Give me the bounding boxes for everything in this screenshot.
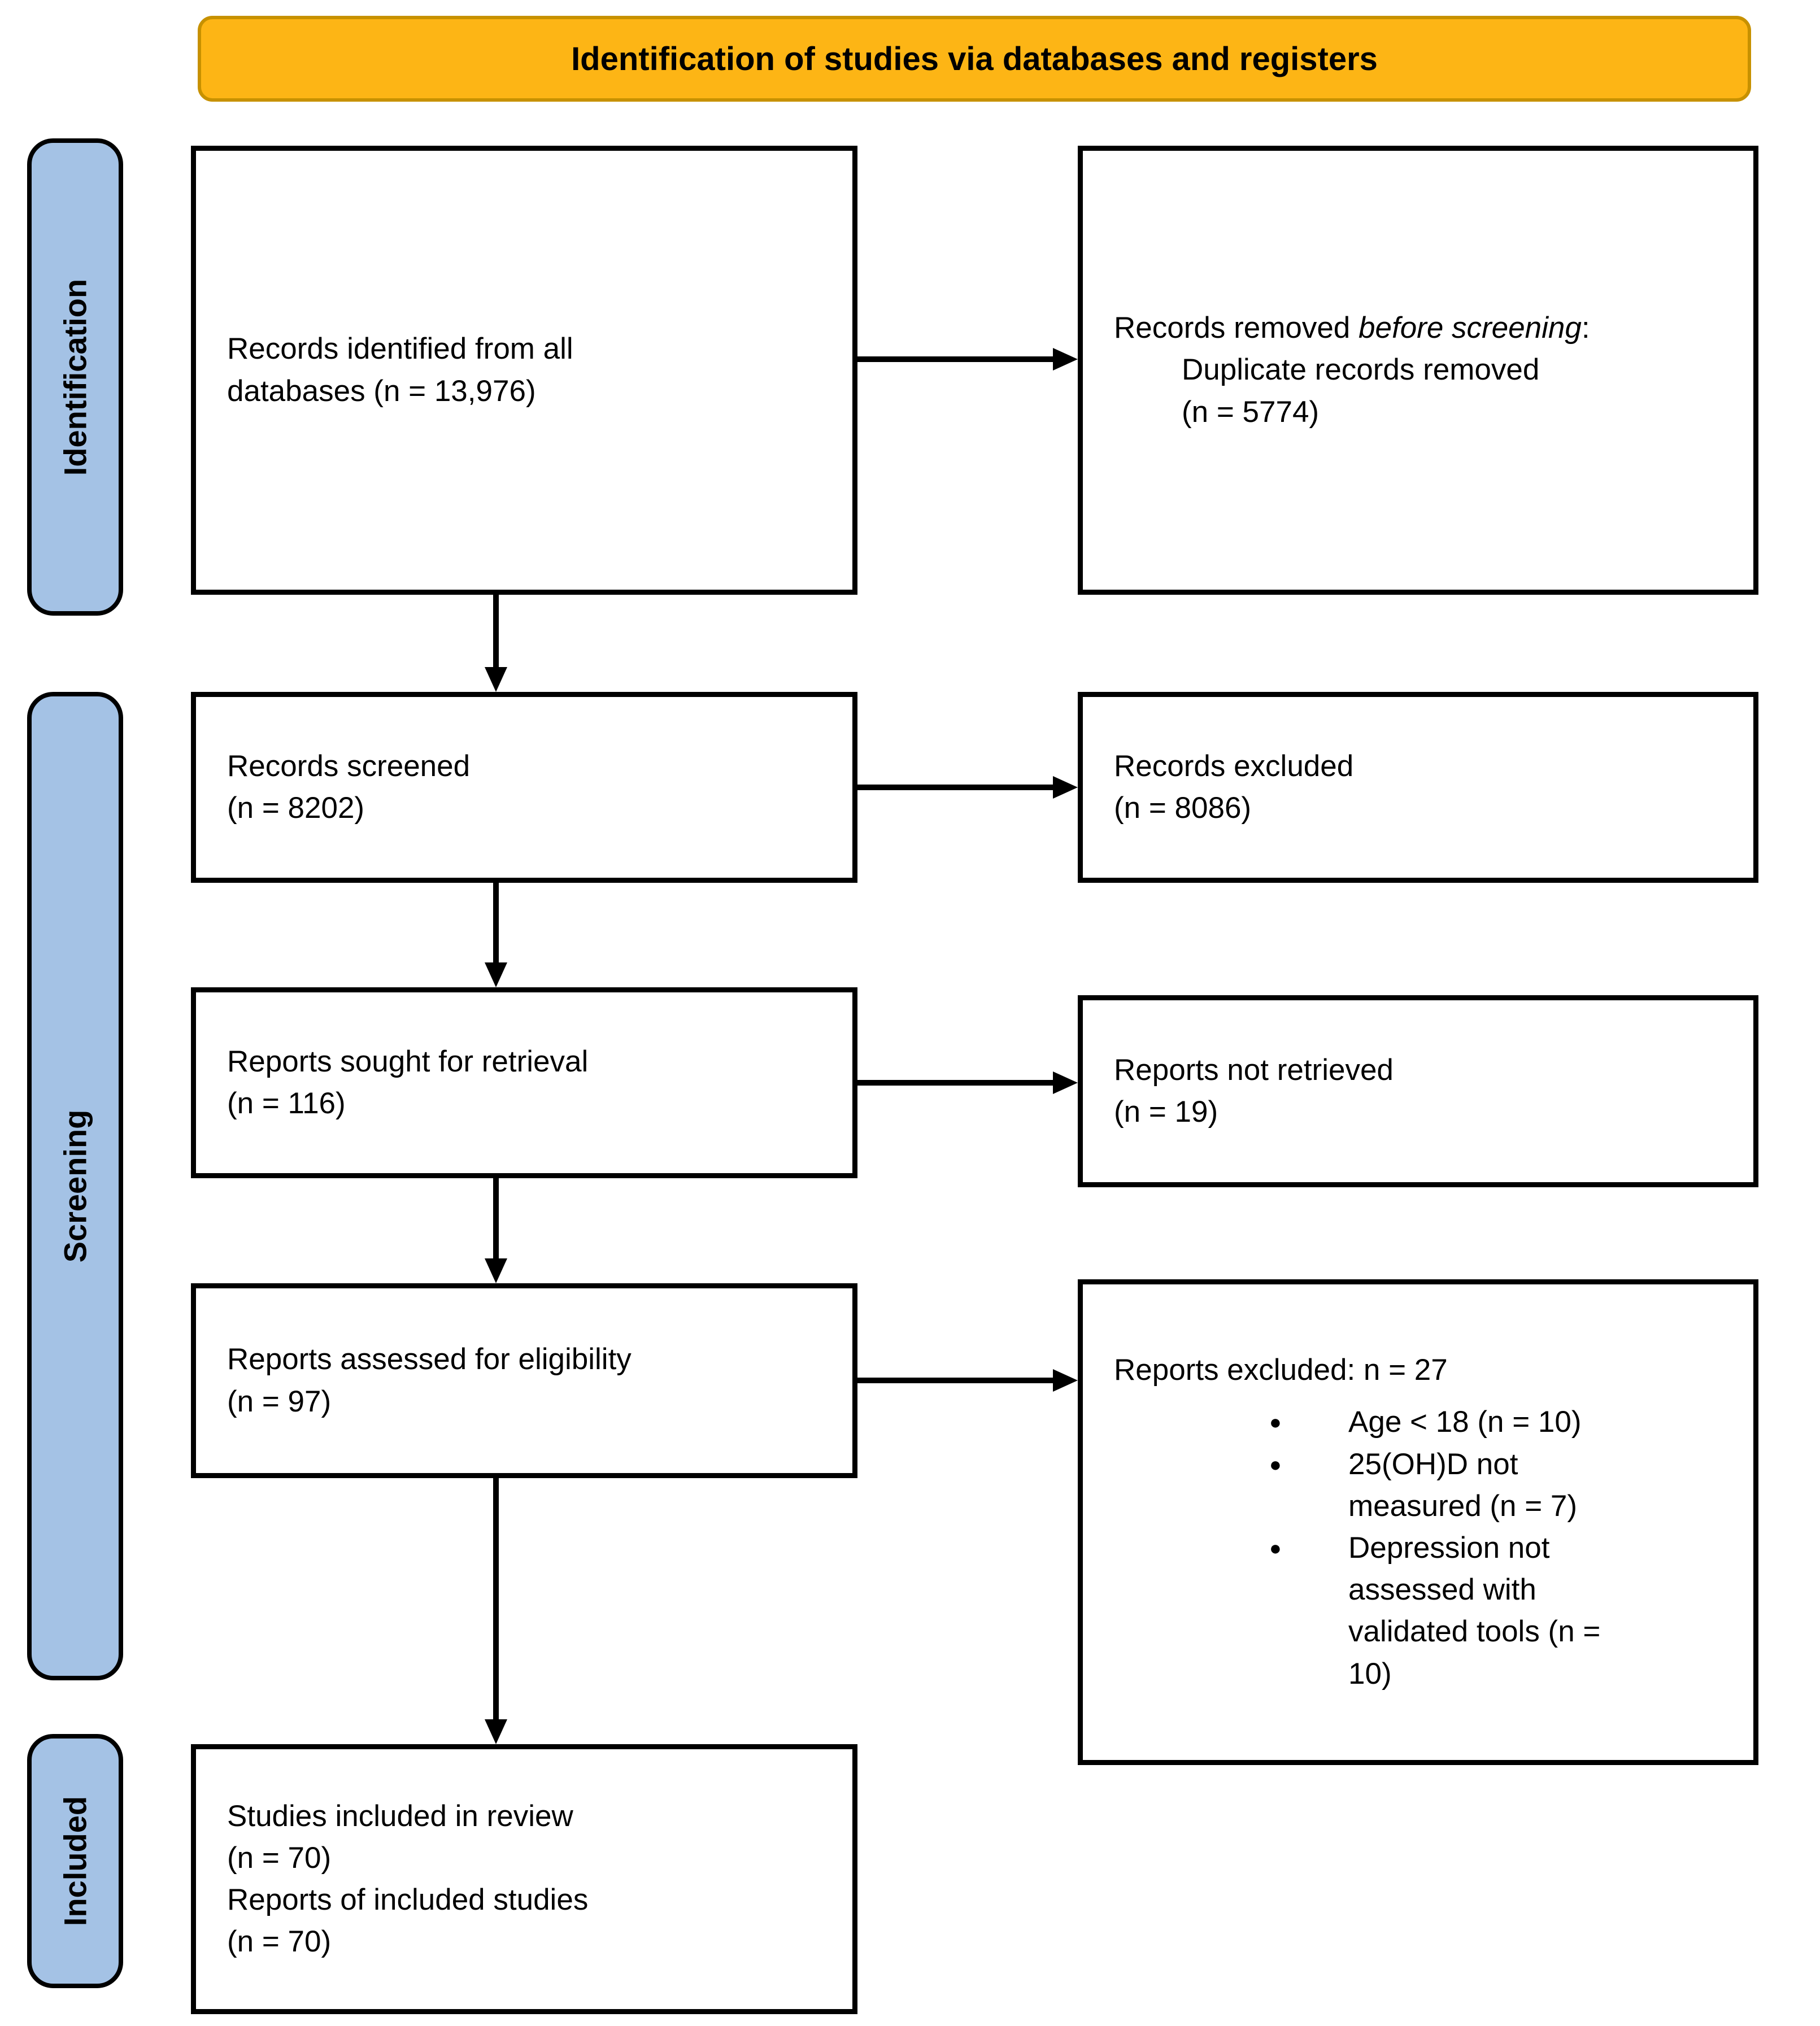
reports-excluded-bullet-list: ●Age < 18 (n = 10) ●25(OH)D not measured…	[1269, 1401, 1665, 1694]
box-records-identified-text: Records identified from all databases (n…	[227, 332, 573, 408]
box-records-screened-text: Records screened (n = 8202)	[227, 749, 471, 825]
bullet-icon: ●	[1269, 1536, 1282, 1559]
arrow-assessed-to-excluded-shaft	[857, 1378, 1055, 1383]
box-reports-not-retrieved: Reports not retrieved (n = 19)	[1078, 995, 1758, 1187]
stage-bar-identification: Identification	[27, 138, 123, 616]
list-item: ●25(OH)D not measured (n = 7)	[1269, 1444, 1665, 1527]
arrow-screened-to-sought-head	[485, 962, 507, 987]
arrow-identified-to-removed-shaft	[857, 356, 1055, 362]
list-item: ●Depression not assessed with validated …	[1269, 1527, 1665, 1695]
stage-label-screening: Screening	[57, 1109, 93, 1263]
arrow-sought-to-assessed-head	[485, 1258, 507, 1283]
bullet-icon: ●	[1269, 1452, 1282, 1476]
arrow-assessed-to-included-head	[485, 1719, 507, 1744]
stage-bar-screening: Screening	[27, 692, 123, 1680]
diagram-title-banner: Identification of studies via databases …	[198, 16, 1751, 102]
box-reports-excluded-title: Reports excluded: n = 27	[1114, 1353, 1448, 1387]
arrow-assessed-to-included-shaft	[493, 1478, 499, 1722]
records-removed-italic: before screening	[1359, 311, 1582, 345]
arrow-identified-to-screened-head	[485, 667, 507, 692]
box-reports-assessed-text: Reports assessed for eligibility (n = 97…	[227, 1343, 632, 1418]
box-reports-excluded: Reports excluded: n = 27 ●Age < 18 (n = …	[1078, 1279, 1758, 1765]
box-reports-assessed: Reports assessed for eligibility (n = 97…	[191, 1283, 857, 1478]
stage-label-identification: Identification	[57, 278, 93, 476]
box-reports-not-retrieved-text: Reports not retrieved (n = 19)	[1114, 1053, 1394, 1129]
bullet-icon: ●	[1269, 1410, 1282, 1434]
arrow-screened-to-excluded-shaft	[857, 785, 1055, 790]
arrow-assessed-to-excluded-head	[1053, 1369, 1078, 1392]
box-records-removed-detail: Duplicate records removed (n = 5774)	[1182, 353, 1540, 429]
stage-label-included: Included	[57, 1796, 93, 1927]
stage-bar-included: Included	[27, 1734, 123, 1988]
box-records-excluded: Records excluded (n = 8086)	[1078, 692, 1758, 883]
box-reports-sought-text: Reports sought for retrieval (n = 116)	[227, 1044, 589, 1120]
arrow-sought-to-notretrieved-shaft	[857, 1080, 1055, 1086]
arrow-screened-to-sought-shaft	[493, 883, 499, 965]
box-records-identified: Records identified from all databases (n…	[191, 146, 857, 595]
list-item: ●Age < 18 (n = 10)	[1269, 1401, 1665, 1443]
box-records-removed: Records removed before screening: Duplic…	[1078, 146, 1758, 595]
arrow-identified-to-removed-head	[1053, 348, 1078, 371]
box-studies-included-text: Studies included in review (n = 70) Repo…	[227, 1799, 589, 1959]
arrow-sought-to-notretrieved-head	[1053, 1071, 1078, 1094]
box-records-excluded-text: Records excluded (n = 8086)	[1114, 749, 1354, 825]
arrow-identified-to-screened-shaft	[493, 595, 499, 669]
arrow-sought-to-assessed-shaft	[493, 1178, 499, 1261]
arrow-screened-to-excluded-head	[1053, 776, 1078, 799]
box-studies-included: Studies included in review (n = 70) Repo…	[191, 1744, 857, 2014]
box-reports-sought: Reports sought for retrieval (n = 116)	[191, 987, 857, 1178]
diagram-title: Identification of studies via databases …	[571, 40, 1378, 77]
box-records-screened: Records screened (n = 8202)	[191, 692, 857, 883]
box-records-removed-line1: Records removed before screening:	[1114, 311, 1590, 345]
